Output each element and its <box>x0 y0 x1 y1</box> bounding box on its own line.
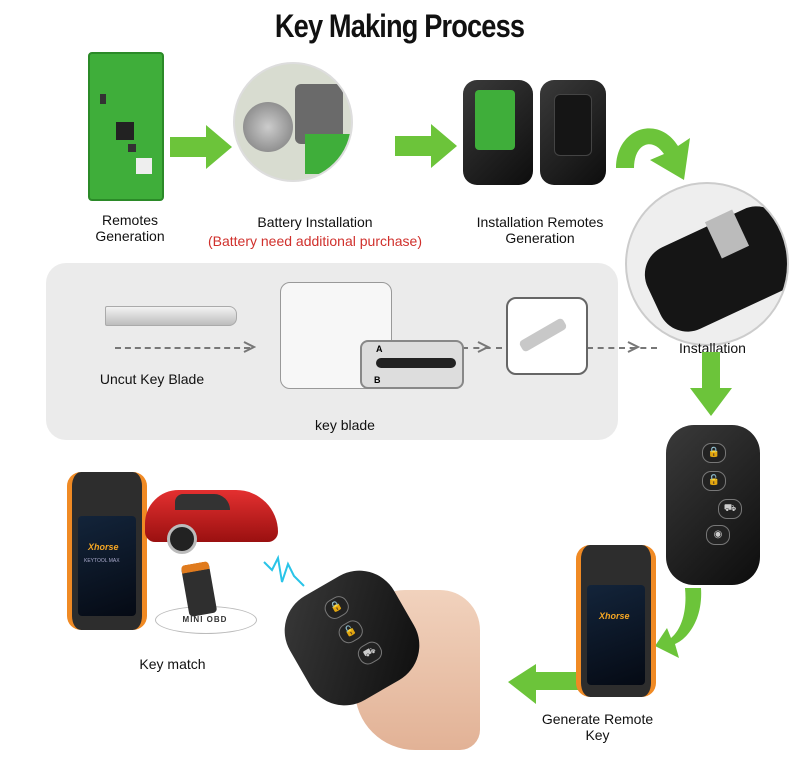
red-car-image <box>145 490 278 554</box>
arrow-head-icon <box>477 341 490 353</box>
label-installation: Installation <box>679 340 746 356</box>
device-model-text: KEYTOOL MAX <box>84 558 120 564</box>
battery-purchase-note: (Battery need additional purchase) <box>207 233 423 249</box>
page-title: Key Making Process <box>274 8 525 44</box>
trunk-button-icon: ⛟ <box>718 499 742 519</box>
arrow-right-icon <box>395 124 457 168</box>
label-installation-remotes-generation: Installation Remotes Generation <box>476 214 604 246</box>
label-b: B <box>374 375 381 385</box>
label-key-match: Key match <box>139 656 206 672</box>
cut-key-blade-image <box>506 297 588 375</box>
trunk-button-icon: ⛟ <box>354 638 386 668</box>
pcb-board-image <box>88 52 164 201</box>
lock-button-icon: 🔒 <box>321 592 353 623</box>
label-a: A <box>376 344 383 354</box>
device-brand-logo: Xhorse <box>88 542 119 552</box>
arrow-right-icon <box>170 125 232 169</box>
label-uncut-key-blade: Uncut Key Blade <box>99 371 205 387</box>
lock-button-icon: 🔒 <box>702 443 726 463</box>
curved-arrow-icon <box>616 128 690 180</box>
keytool-max-device-left: Xhorse KEYTOOL MAX <box>67 472 147 630</box>
curved-arrow-icon <box>655 588 702 658</box>
dashed-flow-line <box>587 347 657 349</box>
dashed-flow-line <box>462 347 502 349</box>
unlock-button-icon: 🔓 <box>702 471 726 491</box>
arrow-head-icon <box>627 341 640 353</box>
signal-wave-icon <box>263 554 305 587</box>
remote-shell-back-image <box>540 80 606 185</box>
panic-button-icon: ◉ <box>706 525 730 545</box>
device-brand-logo: Xhorse <box>599 611 630 621</box>
battery-installation-image <box>233 62 353 182</box>
keytool-max-device-right: Xhorse <box>576 545 656 697</box>
mini-obd-label: MINI OBD <box>182 615 228 624</box>
arrow-head-icon <box>243 341 256 353</box>
label-key-blade: key blade <box>315 417 375 433</box>
label-remotes-generation: Remotes Generation <box>95 212 165 244</box>
unlock-button-icon: 🔓 <box>335 617 367 647</box>
installation-image <box>625 182 789 346</box>
remote-shell-front-image <box>463 80 533 185</box>
label-generate-remote-key: Generate Remote Key <box>541 711 654 743</box>
finished-smart-key-image: 🔒 🔓 ⛟ ◉ <box>666 425 760 585</box>
label-battery-installation: Battery Installation <box>257 214 373 230</box>
dashed-flow-line <box>115 347 250 349</box>
arrow-down-icon <box>690 352 732 416</box>
machine-screen-image: A B <box>360 340 464 389</box>
uncut-key-blade-image <box>105 306 237 326</box>
arrow-left-icon <box>508 664 578 704</box>
